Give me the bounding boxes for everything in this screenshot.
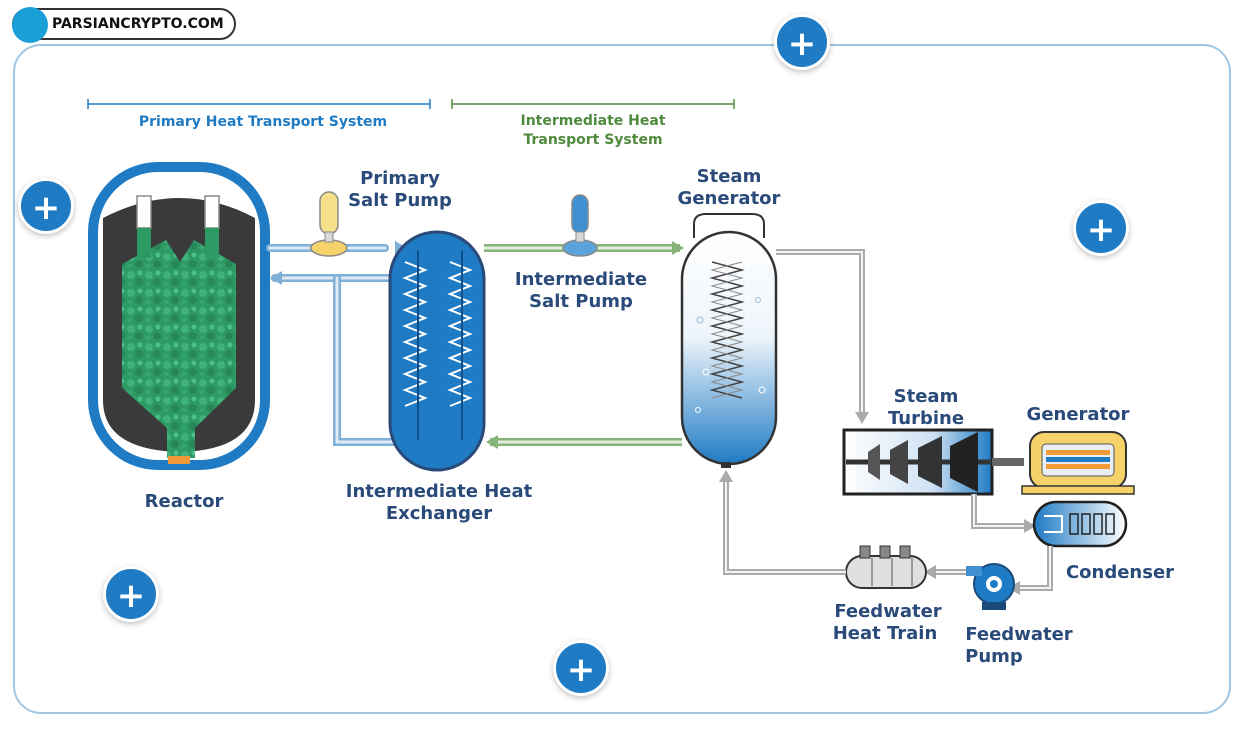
primary-system-label: Primary Heat Transport System	[139, 114, 387, 130]
hotspot-plus-button-top[interactable]: +	[774, 14, 830, 70]
hotspot-plus-button-bottom[interactable]: +	[553, 640, 609, 696]
feedwater-line-1	[924, 565, 966, 579]
primary-pump-label-1: Primary	[360, 168, 440, 189]
diagram-frame	[13, 44, 1231, 714]
exhaust-line	[971, 494, 1036, 533]
ihx-label-1: Intermediate Heat	[346, 481, 533, 502]
steam-generator-label-1: Steam	[697, 166, 762, 187]
hotspot-plus-button-reactor[interactable]: +	[18, 178, 74, 234]
condenser-label: Condenser	[1066, 562, 1174, 583]
steam-generator	[680, 213, 778, 468]
hotspot-plus-button-bottom-left[interactable]: +	[103, 566, 159, 622]
intermediate-heat-exchanger	[388, 230, 486, 472]
reactor-label: Reactor	[145, 491, 224, 512]
intermediate-pump-label-2: Salt Pump	[529, 291, 633, 312]
generator-label: Generator	[1027, 404, 1130, 425]
intermediate-salt-pump	[562, 194, 598, 257]
primary-loop-pipes	[266, 241, 407, 446]
feedwater-heat-label-1: Feedwater	[834, 601, 941, 622]
feedwater-heat-train	[845, 545, 927, 589]
feedwater-line-2	[719, 470, 846, 575]
primary-salt-pump	[310, 191, 348, 257]
logo-text: PARSIANCRYPTO.COM	[52, 16, 224, 32]
intermediate-system-label-1: Intermediate Heat	[520, 113, 665, 129]
steam-line	[776, 249, 869, 424]
hotspot-plus-button-right[interactable]: +	[1073, 200, 1129, 256]
feedwater-heat-label-2: Heat Train	[833, 623, 938, 644]
site-logo[interactable]: PARSIANCRYPTO.COM	[12, 7, 236, 43]
generator-unit	[1021, 431, 1135, 495]
condenser-unit	[1032, 500, 1128, 548]
steam-generator-label-2: Generator	[678, 188, 781, 209]
turbine-label-2: Turbine	[888, 408, 964, 429]
ihx-label-2: Exchanger	[386, 503, 492, 524]
reactor-vessel	[88, 162, 270, 470]
logo-icon	[12, 7, 48, 43]
intermediate-system-bracket	[451, 99, 735, 109]
intermediate-pump-label-1: Intermediate	[515, 269, 647, 290]
feedwater-pump-label-2: Pump	[965, 646, 1023, 667]
feedwater-pump-label-1: Feedwater	[965, 624, 1072, 645]
primary-system-bracket	[87, 99, 431, 109]
generator-shaft	[992, 458, 1024, 466]
turbine-label-1: Steam	[894, 386, 959, 407]
primary-pump-label-2: Salt Pump	[348, 190, 452, 211]
steam-turbine	[842, 428, 994, 496]
feedwater-pump	[966, 563, 1015, 610]
intermediate-system-label-2: Transport System	[523, 132, 662, 148]
